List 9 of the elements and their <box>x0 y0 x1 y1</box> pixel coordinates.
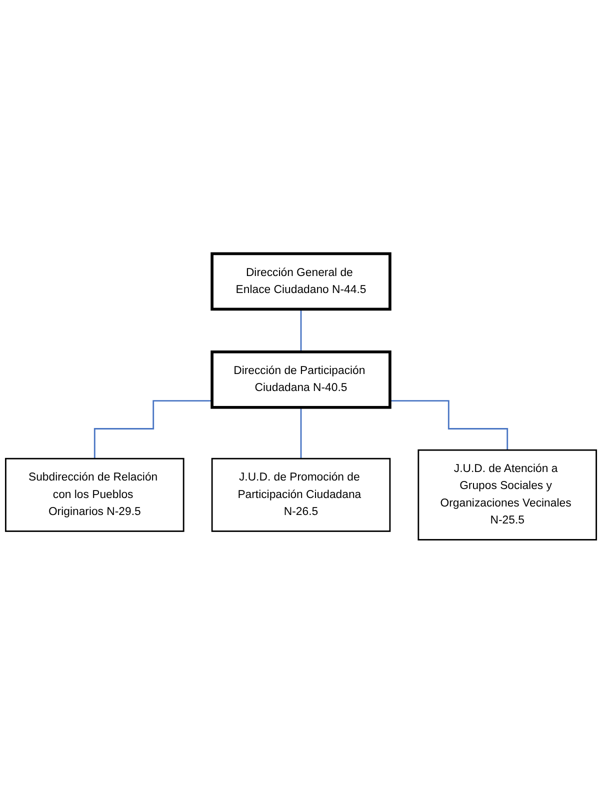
connector <box>300 406 302 460</box>
connector <box>390 400 508 451</box>
connector <box>300 308 302 352</box>
node-box: Dirección de Participación Ciudadana N-40.5 <box>210 350 392 409</box>
node-box: Subdirección de Relación con los Pueblos Originarios N-29.5 <box>4 458 184 532</box>
node-box: Dirección General de Enlace Ciudadano N-44.5 <box>210 252 392 310</box>
node-box: J.U.D. de Atención a Grupos Sociales y Organizaciones Vecinales N-25.5 <box>418 449 598 540</box>
connector <box>94 400 212 460</box>
node-box: J.U.D. de Promoción de Participación Ciudadana N-26.5 <box>211 458 391 532</box>
